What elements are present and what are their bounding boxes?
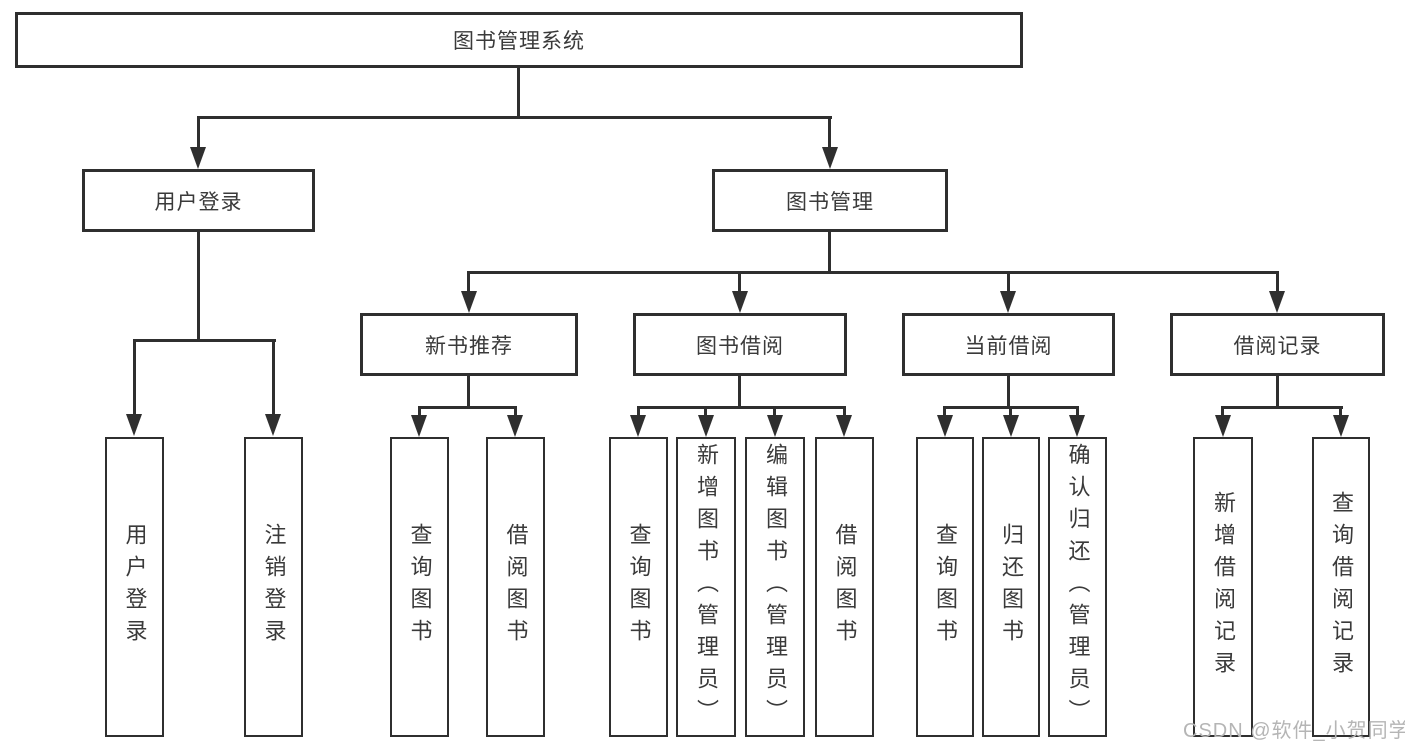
- connector-line: [1339, 406, 1342, 418]
- connector-arrowhead-down: [1000, 291, 1016, 313]
- connector-arrowhead-down: [265, 414, 281, 436]
- node-leaf-logout: 注销登录: [244, 437, 303, 737]
- node-new-book-recommend: 新书推荐: [360, 313, 578, 376]
- connector-arrowhead-down: [507, 415, 523, 437]
- node-leaf-query-book-1: 查询图书: [390, 437, 449, 737]
- connector-line: [517, 68, 520, 118]
- connector-line: [1007, 271, 1010, 293]
- node-leaf-add-borrow-record-label: 新增借阅记录: [1211, 491, 1236, 683]
- connector-arrowhead-down: [698, 415, 714, 437]
- node-leaf-logout-label: 注销登录: [261, 523, 287, 651]
- node-leaf-borrow-book-2-label: 借阅图书: [832, 523, 858, 651]
- node-book-management: 图书管理: [712, 169, 948, 232]
- node-leaf-add-book: 新增图书（管理员）: [676, 437, 736, 737]
- node-leaf-borrow-book-1: 借阅图书: [486, 437, 545, 737]
- connector-line: [467, 271, 1279, 274]
- connector-line: [637, 406, 640, 418]
- connector-line: [1221, 406, 1224, 418]
- node-leaf-add-borrow-record: 新增借阅记录: [1193, 437, 1253, 737]
- node-leaf-add-book-label: 新增图书（管理员）: [694, 443, 719, 731]
- node-user-login-label: 用户登录: [154, 190, 243, 214]
- node-leaf-borrow-book-2: 借阅图书: [815, 437, 874, 737]
- node-leaf-query-book-2: 查询图书: [609, 437, 668, 737]
- connector-line: [843, 406, 846, 418]
- csdn-watermark: CSDN @软件_小贺同学: [1183, 720, 1405, 742]
- node-leaf-query-book-2-label: 查询图书: [626, 523, 652, 651]
- connector-arrowhead-down: [732, 291, 748, 313]
- connector-arrowhead-down: [767, 415, 783, 437]
- node-user-login: 用户登录: [82, 169, 315, 232]
- connector-arrowhead-down: [1215, 415, 1231, 437]
- connector-line: [828, 232, 831, 274]
- node-leaf-query-book-3-label: 查询图书: [933, 523, 958, 651]
- connector-arrowhead-down: [461, 291, 477, 313]
- connector-line: [1221, 406, 1343, 409]
- connector-line: [1007, 376, 1010, 409]
- node-leaf-confirm-return-label: 确认归还（管理员）: [1065, 443, 1091, 731]
- connector-line: [272, 339, 275, 416]
- connector-arrowhead-down: [1269, 291, 1285, 313]
- connector-line: [828, 116, 831, 149]
- node-library-system: 图书管理系统: [15, 12, 1023, 68]
- node-borrow-records: 借阅记录: [1170, 313, 1385, 376]
- node-leaf-user-login-label: 用户登录: [122, 523, 148, 651]
- node-leaf-query-book-3: 查询图书: [916, 437, 974, 737]
- node-leaf-query-book-1-label: 查询图书: [407, 523, 433, 651]
- connector-line: [133, 339, 276, 342]
- connector-arrowhead-down: [822, 147, 838, 169]
- node-leaf-return-book: 归还图书: [982, 437, 1040, 737]
- connector-line: [467, 271, 470, 293]
- connector-line: [197, 232, 200, 342]
- connector-arrowhead-down: [937, 415, 953, 437]
- connector-line: [1009, 406, 1012, 418]
- connector-line: [467, 376, 470, 409]
- connector-line: [1076, 406, 1079, 418]
- connector-line: [197, 116, 200, 149]
- connector-line: [133, 339, 136, 416]
- connector-arrowhead-down: [190, 147, 206, 169]
- node-leaf-confirm-return: 确认归还（管理员）: [1048, 437, 1107, 737]
- connector-arrowhead-down: [1333, 415, 1349, 437]
- node-leaf-query-borrow-record: 查询借阅记录: [1312, 437, 1370, 737]
- node-leaf-edit-book-label: 编辑图书（管理员）: [763, 443, 788, 731]
- connector-line: [943, 406, 946, 418]
- connector-line: [418, 406, 421, 418]
- connector-arrowhead-down: [836, 415, 852, 437]
- node-current-borrowing: 当前借阅: [902, 313, 1115, 376]
- node-new-book-recommend-label: 新书推荐: [425, 334, 513, 358]
- connector-line: [637, 406, 846, 409]
- connector-line: [738, 271, 741, 293]
- node-book-borrowing-label: 图书借阅: [696, 334, 784, 358]
- connector-line: [704, 406, 707, 418]
- connector-line: [738, 376, 741, 409]
- node-current-borrowing-label: 当前借阅: [964, 334, 1053, 358]
- node-book-management-label: 图书管理: [786, 190, 874, 214]
- node-leaf-return-book-label: 归还图书: [999, 523, 1024, 651]
- node-book-borrowing: 图书借阅: [633, 313, 847, 376]
- connector-arrowhead-down: [630, 415, 646, 437]
- node-library-system-label: 图书管理系统: [453, 30, 585, 53]
- connector-line: [1276, 376, 1279, 409]
- connector-line: [1276, 271, 1279, 293]
- node-leaf-user-login: 用户登录: [105, 437, 164, 737]
- node-leaf-edit-book: 编辑图书（管理员）: [745, 437, 805, 737]
- node-borrow-records-label: 借阅记录: [1233, 334, 1322, 358]
- node-leaf-query-borrow-record-label: 查询借阅记录: [1329, 491, 1354, 683]
- connector-arrowhead-down: [1069, 415, 1085, 437]
- connector-line: [514, 406, 517, 418]
- connector-arrowhead-down: [1003, 415, 1019, 437]
- node-leaf-borrow-book-1-label: 借阅图书: [503, 523, 529, 651]
- connector-arrowhead-down: [411, 415, 427, 437]
- connector-arrowhead-down: [126, 414, 142, 436]
- connector-line: [773, 406, 776, 418]
- connector-line: [418, 406, 517, 409]
- connector-line: [197, 116, 832, 119]
